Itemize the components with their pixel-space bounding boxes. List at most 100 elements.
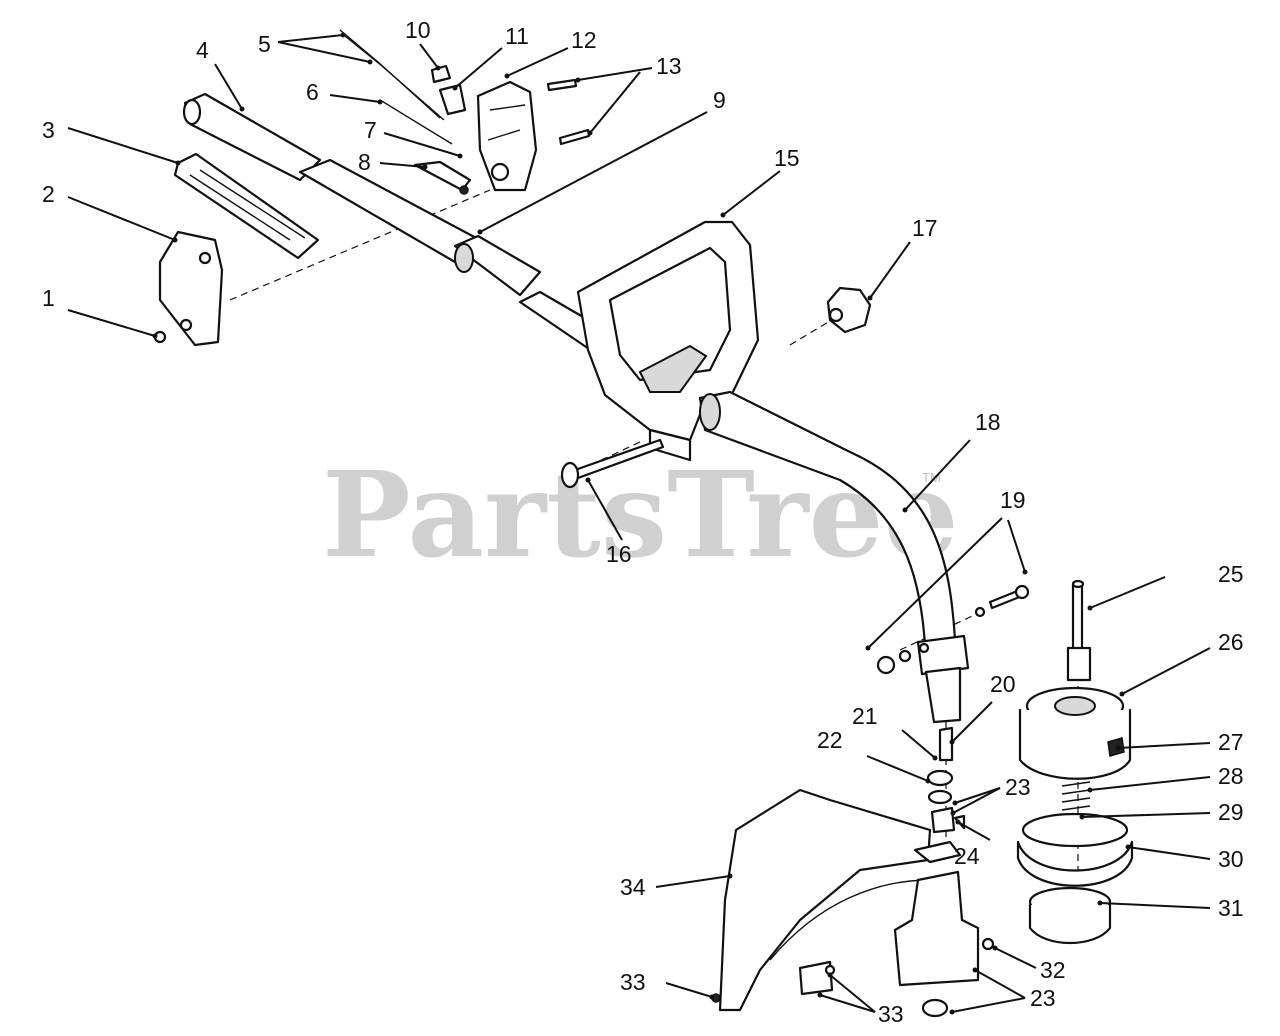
leader-tip-c13b xyxy=(587,130,593,136)
leader-line-c16 xyxy=(587,479,623,541)
leader-line-c9 xyxy=(479,111,708,233)
callout-number-c32: 32 xyxy=(1040,957,1066,983)
leader-line-c27 xyxy=(1117,742,1211,749)
leader-line-c25 xyxy=(1089,576,1166,609)
leader-tip-c5b xyxy=(367,59,373,65)
callout-number-c9: 9 xyxy=(713,87,726,113)
callout-number-c33b: 33 xyxy=(878,1001,904,1027)
leader-line-c31 xyxy=(1099,902,1211,909)
leader-tip-c16 xyxy=(585,477,591,483)
guard-part-34 xyxy=(718,788,932,1012)
leader-tip-c17 xyxy=(867,295,873,301)
leader-tip-c23 xyxy=(952,800,958,806)
callout-number-c10: 10 xyxy=(405,17,431,43)
callout-number-c33: 33 xyxy=(620,969,646,995)
gear-housing-part-23 xyxy=(893,840,980,1018)
leader-tip-c4 xyxy=(239,106,245,112)
spindle-part-25 xyxy=(1066,579,1092,682)
leader-line-c32 xyxy=(994,947,1037,969)
callout-number-c15: 15 xyxy=(774,145,800,171)
leader-line-c3 xyxy=(67,127,179,164)
leader-line-c23d xyxy=(951,997,1026,1013)
callout-number-c21: 21 xyxy=(852,703,878,729)
callout-number-c26: 26 xyxy=(1218,629,1244,655)
callout-number-c30: 30 xyxy=(1218,846,1244,872)
leader-tip-c33 xyxy=(709,994,715,1000)
handle-part-15 xyxy=(576,220,760,462)
leader-line-c6 xyxy=(329,94,381,103)
knob-part-17 xyxy=(826,286,872,334)
leader-tip-c13 xyxy=(575,77,581,83)
head-cover-part-26 xyxy=(1018,686,1132,780)
leader-tip-c19 xyxy=(1022,569,1028,575)
callout-number-c29: 29 xyxy=(1218,799,1244,825)
leader-line-c22 xyxy=(866,755,929,782)
spool-parts-28-31 xyxy=(1016,781,1134,945)
leader-tip-c34 xyxy=(727,873,733,879)
leader-line-c15 xyxy=(722,170,781,216)
callout-number-c8: 8 xyxy=(358,149,371,175)
callout-number-c23c: 23 xyxy=(1030,985,1056,1011)
trademark-mark: TM xyxy=(922,470,941,485)
fastener-set-part-19 xyxy=(876,584,1030,675)
leader-tip-c28 xyxy=(1087,787,1093,793)
callout-number-c16: 16 xyxy=(606,541,632,567)
leader-line-c34 xyxy=(655,875,731,888)
leader-line-c23 xyxy=(954,787,1001,804)
leader-tip-c7 xyxy=(457,153,463,159)
leader-line-c11 xyxy=(454,47,503,89)
leader-line-c19 xyxy=(1007,519,1026,573)
leader-tip-c25 xyxy=(1087,605,1093,611)
leader-line-c13b xyxy=(589,71,641,134)
callout-number-c4: 4 xyxy=(196,37,209,63)
leader-tip-c2 xyxy=(172,237,178,243)
leader-tip-c15 xyxy=(720,212,726,218)
leader-tip-c33c xyxy=(827,972,833,978)
leader-line-c30 xyxy=(1127,846,1211,860)
bolt-part-16 xyxy=(560,438,665,489)
leader-tip-c21 xyxy=(932,755,938,761)
leader-line-c13 xyxy=(577,67,653,81)
callout-number-c19: 19 xyxy=(1000,487,1026,513)
leader-tip-c23b xyxy=(950,810,956,816)
leader-line-c23b xyxy=(952,787,1001,814)
leader-line-c33 xyxy=(665,982,713,998)
leader-tip-c23d xyxy=(949,1009,955,1015)
callout-number-c34: 34 xyxy=(620,874,646,900)
leader-tip-c33b xyxy=(817,992,823,998)
guard-hardware-part-33 xyxy=(711,960,836,1003)
callout-number-c25: 25 xyxy=(1218,561,1244,587)
leader-line-c5 xyxy=(277,34,344,43)
leader-tip-c9 xyxy=(477,229,483,235)
throttle-housing-part-12 xyxy=(476,80,538,192)
leader-tip-c10 xyxy=(435,65,441,71)
callout-number-c23: 23 xyxy=(1005,774,1031,800)
leader-tip-c30 xyxy=(1125,844,1131,850)
clamp-block-part-2 xyxy=(158,230,224,347)
callout-number-c20: 20 xyxy=(990,671,1016,697)
leader-tip-c3 xyxy=(175,160,181,166)
leader-tip-c31 xyxy=(1097,900,1103,906)
callout-number-c12: 12 xyxy=(571,27,597,53)
leader-tip-c6 xyxy=(377,99,383,105)
leader-tip-c23c xyxy=(972,967,978,973)
callout-number-c1: 1 xyxy=(42,285,55,311)
callout-number-c7: 7 xyxy=(364,117,377,143)
leader-line-c29 xyxy=(1081,812,1211,818)
leader-tip-c18 xyxy=(902,507,908,513)
callout-number-c3: 3 xyxy=(42,117,55,143)
leader-tip-c32 xyxy=(992,945,998,951)
leader-line-c19b xyxy=(867,517,1003,649)
leader-line-c4 xyxy=(214,63,243,110)
leader-line-c26 xyxy=(1121,647,1211,695)
leader-tip-c27 xyxy=(1115,745,1121,751)
callout-number-c6: 6 xyxy=(306,79,319,105)
callout-number-c27: 27 xyxy=(1218,729,1244,755)
callout-number-c18: 18 xyxy=(975,409,1001,435)
leader-tip-c22 xyxy=(925,778,931,784)
leader-tip-c5 xyxy=(340,32,346,38)
callout-number-c28: 28 xyxy=(1218,763,1244,789)
leader-line-c33c xyxy=(829,974,876,1013)
